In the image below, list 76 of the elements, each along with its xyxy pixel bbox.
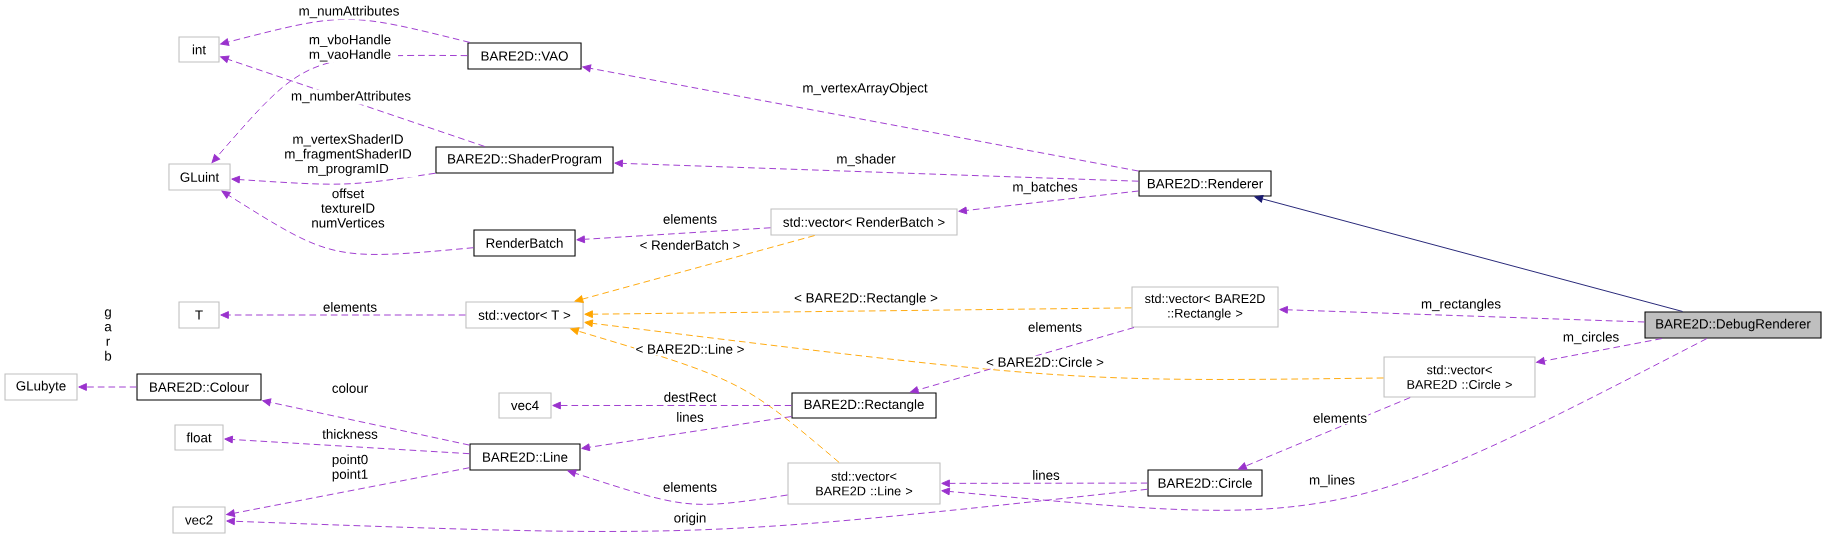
- arrow: [584, 307, 1132, 319]
- class-box: GLubyte: [4, 373, 78, 401]
- arrow: [552, 401, 792, 410]
- arrow: [1536, 338, 1663, 365]
- edge-label: < BARE2D::Rectangle >: [792, 291, 940, 307]
- class-box: BARE2D::Rectangle: [791, 392, 937, 419]
- arrow: [1279, 305, 1645, 323]
- class-box: int: [178, 36, 220, 63]
- class-box: T: [178, 301, 220, 329]
- edge-label: elements: [1026, 320, 1084, 334]
- edge-label: m_lines: [1307, 473, 1357, 489]
- arrow: [226, 488, 1148, 532]
- arrow: [221, 190, 474, 255]
- edge-label: m_numAttributes: [297, 4, 401, 20]
- edge-label: m_numberAttributes: [289, 89, 413, 105]
- edge-label: offset textureID numVertices: [305, 187, 391, 229]
- arrow: [567, 469, 788, 505]
- arrow: [614, 159, 1139, 182]
- class-box: std::vector< BARE2D ::Rectangle >: [1131, 286, 1279, 328]
- arrow: [570, 327, 840, 463]
- edge-label: m_batches: [1011, 180, 1079, 196]
- edge-label: m_vboHandle m_vaoHandle: [302, 33, 398, 63]
- class-box: std::vector< T >: [465, 301, 584, 329]
- class-box: BARE2D::Colour: [136, 373, 262, 401]
- class-box: BARE2D::VAO: [467, 42, 582, 70]
- edge-label: m_vertexShaderID m_fragmentShaderID m_programID: [280, 132, 416, 178]
- class-box: BARE2D::Line: [469, 443, 581, 471]
- class-box: vec4: [498, 392, 552, 419]
- class-box: BARE2D::Renderer: [1138, 170, 1272, 197]
- edge-label: colour: [330, 381, 370, 395]
- edge-label: thickness: [320, 427, 380, 441]
- edge-label: lines: [1030, 468, 1062, 482]
- arrow: [262, 398, 470, 446]
- arrow: [584, 319, 1384, 380]
- arrow: [220, 311, 466, 319]
- edge-label: elements: [661, 480, 719, 494]
- class-box: std::vector< BARE2D ::Circle >: [1383, 356, 1536, 398]
- class-box: std::vector< RenderBatch >: [770, 208, 958, 236]
- class-box: BARE2D::ShaderProgram: [435, 146, 614, 174]
- edge-label: elements: [321, 300, 379, 314]
- arrow: [220, 55, 486, 147]
- arrow: [220, 18, 471, 46]
- arrow: [1238, 397, 1411, 470]
- edge-label: point0 point1: [320, 453, 380, 483]
- class-box: float: [174, 424, 224, 451]
- class-box: GLuint: [168, 163, 231, 191]
- class-box: vec2: [172, 506, 226, 534]
- edge-label: < BARE2D::Circle >: [984, 355, 1106, 369]
- arrow: [1254, 195, 1683, 312]
- edge-label: < RenderBatch >: [638, 238, 742, 252]
- arrow: [581, 416, 792, 452]
- edge-label: m_shader: [835, 152, 897, 168]
- arrow: [576, 227, 771, 244]
- edge-label: g a r b: [102, 308, 114, 362]
- edge-label: < BARE2D::Line >: [634, 342, 746, 356]
- class-box: std::vector< BARE2D ::Line >: [787, 462, 941, 505]
- arrow: [582, 64, 1139, 172]
- edge-label: m_circles: [1561, 330, 1621, 346]
- arrow: [941, 479, 1148, 488]
- edge-label: origin: [672, 511, 708, 527]
- arrow: [78, 383, 137, 391]
- class-box: BARE2D::Circle: [1147, 469, 1263, 497]
- arrow: [224, 435, 470, 455]
- edge-label: m_rectangles: [1419, 297, 1503, 313]
- edge-label: m_vertexArrayObject: [801, 81, 929, 97]
- edge-label: lines: [674, 410, 706, 424]
- class-box: RenderBatch: [473, 229, 576, 257]
- arrow: [574, 235, 816, 303]
- arrow: [231, 172, 436, 185]
- arrow: [958, 190, 1139, 215]
- edge-label: elements: [661, 212, 719, 226]
- arrow: [226, 467, 470, 517]
- edge-label: destRect: [662, 390, 718, 404]
- edge-label: elements: [1311, 411, 1369, 425]
- class-box: BARE2D::DebugRenderer: [1644, 311, 1822, 339]
- arrow: [941, 338, 1708, 511]
